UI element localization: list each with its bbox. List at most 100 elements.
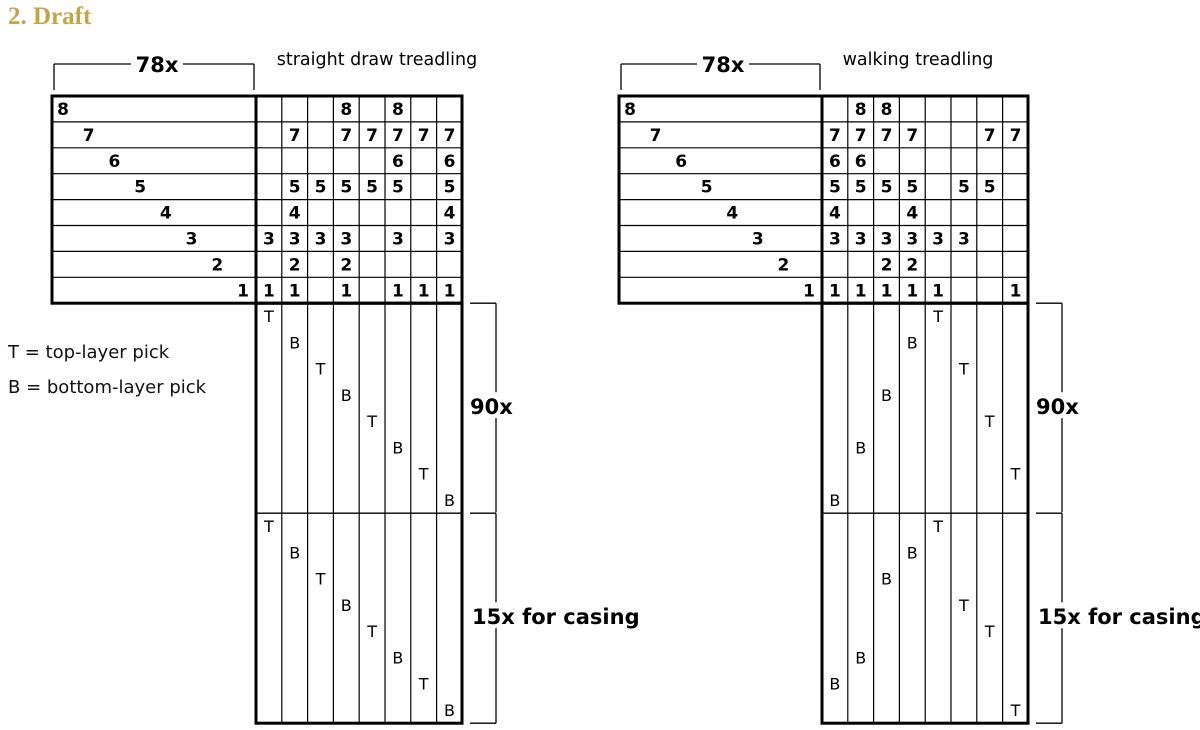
threading-shaft-number: 2 — [211, 255, 223, 275]
threading-shaft-number: 3 — [186, 230, 198, 250]
top-layer-pick-mark: T — [366, 412, 377, 431]
tieup-cell: 1 — [340, 281, 352, 301]
threading-shaft-number: 2 — [778, 255, 790, 275]
tieup-cell: 7 — [881, 126, 893, 146]
tieup-cell: 6 — [855, 152, 867, 172]
top-layer-pick-mark: T — [315, 570, 326, 589]
tieup-cell: 7 — [984, 126, 996, 146]
bottom-layer-pick-mark: B — [855, 648, 866, 667]
tieup-cell: 1 — [906, 281, 918, 301]
tieup-cell: 8 — [881, 100, 893, 120]
top-layer-pick-mark: T — [958, 596, 969, 615]
tieup-cell: 1 — [829, 281, 841, 301]
tieup-cell: 6 — [444, 152, 456, 172]
tieup-cell: 3 — [881, 230, 893, 250]
label-gap — [490, 602, 504, 629]
threading-shaft-number: 4 — [726, 204, 738, 224]
tieup-cell: 2 — [906, 255, 918, 275]
treadling-type-label: straight draw treadling — [277, 50, 477, 70]
threading-shaft-number: 4 — [160, 204, 172, 224]
bottom-layer-pick-mark: B — [829, 675, 840, 694]
tieup-cell: 1 — [392, 281, 404, 301]
tieup-cell: 2 — [340, 255, 352, 275]
treadling-frame — [820, 301, 1030, 725]
tieup-cell: 7 — [340, 126, 352, 146]
legend-top-layer: T = top-layer pick — [8, 342, 170, 363]
top-layer-pick-mark: T — [958, 360, 969, 379]
tieup-cell: 2 — [881, 255, 893, 275]
tieup-cell: 8 — [855, 100, 867, 120]
top-layer-pick-mark: T — [366, 622, 377, 641]
tieup-cell: 8 — [392, 100, 404, 120]
label-gap — [1056, 602, 1070, 629]
casing-repeat-label: 15x for casing — [1038, 605, 1200, 629]
tieup-cell: 7 — [366, 126, 378, 146]
bottom-layer-pick-mark: B — [881, 386, 892, 405]
tieup-cell: 5 — [855, 178, 867, 198]
threading-shaft-number: 1 — [237, 281, 249, 301]
bottom-layer-pick-mark: B — [444, 701, 455, 720]
threading-shaft-number: 6 — [109, 152, 121, 172]
tieup-cell: 3 — [958, 230, 970, 250]
tieup-cell: 5 — [289, 178, 301, 198]
threading-shaft-number: 8 — [624, 100, 636, 120]
top-layer-pick-mark: T — [418, 675, 429, 694]
bottom-layer-pick-mark: B — [392, 438, 403, 457]
top-layer-pick-mark: T — [932, 517, 943, 536]
threading-repeat-label: 78x — [702, 53, 745, 77]
block-repeat-bracket: 90x 15x for casing — [1036, 302, 1200, 724]
tieup-cell: 4 — [829, 204, 841, 224]
tieup-cell: 5 — [315, 178, 327, 198]
bottom-layer-pick-mark: B — [341, 386, 352, 405]
top-layer-pick-mark: T — [263, 517, 274, 536]
tieup-cell: 2 — [289, 255, 301, 275]
main-repeat-label: 90x — [1036, 395, 1079, 419]
tieup-cell: 7 — [1010, 126, 1022, 146]
tieup-cell: 5 — [340, 178, 352, 198]
threading-shaft-number: 6 — [675, 152, 687, 172]
threading-repeat-label: 78x — [136, 53, 179, 77]
tieup-cell: 1 — [263, 281, 275, 301]
tieup-cell: 7 — [906, 126, 918, 146]
tieup-cell: 5 — [984, 178, 996, 198]
top-layer-pick-mark: T — [984, 412, 995, 431]
label-gap — [1056, 392, 1070, 419]
tieup-cell: 5 — [392, 178, 404, 198]
tieup-cell: 3 — [444, 230, 456, 250]
legend-bottom-layer: B = bottom-layer pick — [8, 377, 207, 398]
tieup-cell: 5 — [366, 178, 378, 198]
threading-shaft-number: 5 — [701, 178, 713, 198]
top-layer-pick-mark: T — [1010, 465, 1021, 484]
bottom-layer-pick-mark: B — [392, 648, 403, 667]
tieup-cell: 1 — [289, 281, 301, 301]
tieup-cell: 7 — [392, 126, 404, 146]
tieup-cell: 3 — [906, 230, 918, 250]
bottom-layer-pick-mark: B — [881, 570, 892, 589]
tieup-cell: 1 — [881, 281, 893, 301]
top-layer-pick-mark: T — [418, 465, 429, 484]
top-layer-pick-mark: T — [315, 360, 326, 379]
main-repeat-label: 90x — [470, 395, 513, 419]
threading-shaft-number: 7 — [650, 126, 662, 146]
tieup-cell: 6 — [392, 152, 404, 172]
top-layer-pick-mark: T — [1010, 701, 1021, 720]
tieup-cell: 3 — [263, 230, 275, 250]
tieup-cell: 3 — [315, 230, 327, 250]
tieup-cell: 1 — [444, 281, 456, 301]
tieup-cell: 7 — [418, 126, 430, 146]
bottom-layer-pick-mark: B — [341, 596, 352, 615]
tieup-cell: 8 — [340, 100, 352, 120]
threading-shaft-number: 8 — [57, 100, 69, 120]
tieup-cell: 5 — [958, 178, 970, 198]
top-layer-pick-mark: T — [932, 307, 943, 326]
